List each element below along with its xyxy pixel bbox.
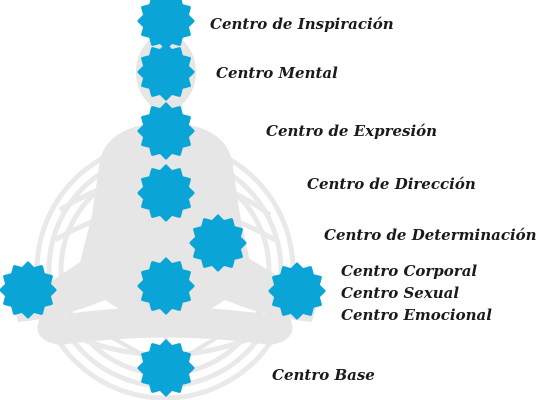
chakra-direccion	[137, 164, 195, 222]
label-centro-corporal: Centro Corporal	[341, 262, 478, 280]
label-centro-determinacion: Centro de Determinación	[324, 226, 537, 244]
chakra-base	[137, 339, 195, 397]
label-centro-expresion: Centro de Expresión	[266, 122, 438, 140]
chakra-mental	[137, 43, 195, 101]
label-centro-base: Centro Base	[272, 366, 375, 384]
chakra-inspiracion	[137, 0, 195, 50]
chakra-expresion	[137, 102, 195, 160]
label-centro-direccion: Centro de Dirección	[307, 175, 476, 193]
chakra-sexual	[137, 257, 195, 315]
label-centro-inspiracion: Centro de Inspiración	[210, 15, 394, 33]
label-centro-sexual: Centro Sexual	[341, 284, 460, 302]
label-centro-emocional: Centro Emocional	[341, 306, 492, 324]
chakra-centers	[0, 0, 326, 397]
label-centro-mental: Centro Mental	[216, 64, 338, 82]
chakra-determinacion	[189, 214, 247, 272]
chakra-emocional	[268, 262, 326, 320]
chakra-corporal	[0, 261, 57, 319]
